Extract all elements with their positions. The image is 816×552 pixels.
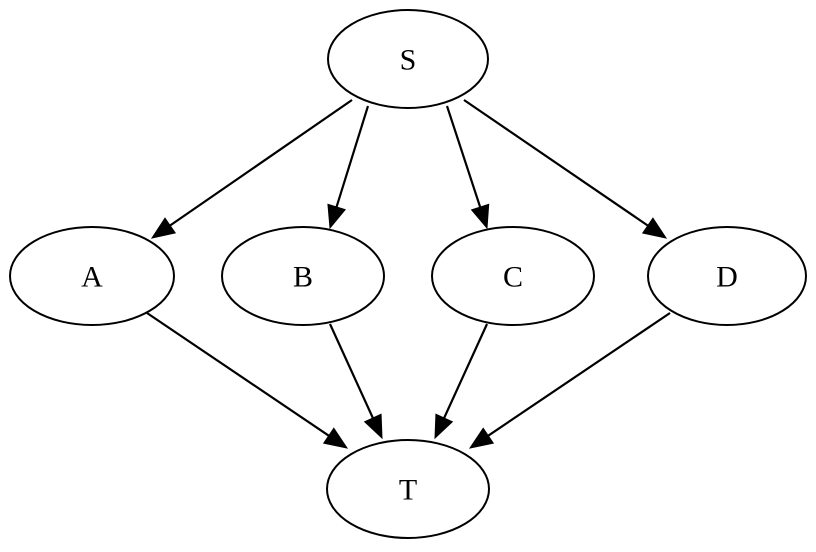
arrowhead-icon (641, 217, 668, 239)
graph-node-a[interactable]: A (9, 226, 175, 326)
graph-node-c[interactable]: C (431, 226, 595, 326)
graph-node-t[interactable]: T (326, 439, 490, 539)
edge-line (441, 323, 489, 423)
arrowhead-icon (470, 203, 490, 230)
edge-b-to-t (328, 323, 383, 440)
arrowhead-icon (468, 427, 495, 449)
arrowhead-icon (434, 413, 454, 440)
node-label: A (81, 261, 103, 294)
node-label: B (293, 261, 313, 294)
edge-line (463, 99, 652, 229)
node-ellipse-shape[interactable] (326, 439, 490, 539)
edge-line (445, 105, 483, 212)
node-ellipse-shape[interactable] (647, 226, 807, 326)
edge-line (334, 105, 370, 212)
node-ellipse-shape[interactable] (431, 226, 595, 326)
edges-layer (146, 99, 671, 449)
arrowhead-icon (363, 413, 383, 440)
arrowhead-icon (150, 217, 177, 239)
arrowhead-icon (322, 427, 349, 449)
node-ellipse-shape[interactable] (9, 226, 175, 326)
edge-s-to-c (445, 105, 490, 230)
node-label: C (503, 261, 523, 294)
edge-c-to-t (434, 323, 489, 440)
node-ellipse-shape[interactable] (327, 9, 489, 109)
edge-line (328, 323, 376, 423)
edge-s-to-d (463, 99, 668, 239)
graph-node-d[interactable]: D (647, 226, 807, 326)
edge-a-to-t (146, 312, 349, 449)
arrowhead-icon (327, 203, 346, 230)
node-label: T (399, 474, 417, 507)
graph-node-s[interactable]: S (327, 9, 489, 109)
edge-line (166, 99, 353, 229)
edge-s-to-a (150, 99, 353, 239)
node-ellipse-shape[interactable] (221, 226, 385, 326)
edge-line (146, 312, 333, 439)
edge-d-to-t (468, 312, 671, 449)
nodes-layer: S A B C D T (9, 9, 807, 539)
node-label: S (400, 44, 417, 77)
edge-s-to-b (327, 105, 370, 230)
node-label: D (716, 261, 738, 294)
edge-line (484, 312, 671, 439)
graph-node-b[interactable]: B (221, 226, 385, 326)
